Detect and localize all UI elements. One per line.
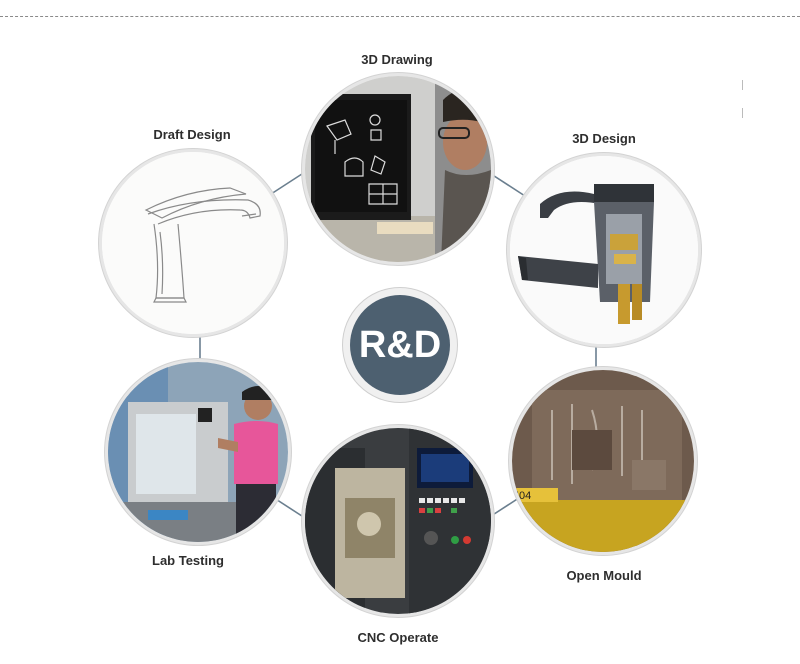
- edge-tick: [742, 80, 743, 90]
- label-lab-testing: Lab Testing: [152, 553, 224, 568]
- 3d-design-render: [510, 156, 698, 344]
- label-open-mould: Open Mould: [566, 568, 642, 583]
- node-cnc-operate: [305, 428, 491, 614]
- edge-tick: [742, 108, 743, 118]
- label-cnc-operate: CNC Operate: [357, 630, 439, 645]
- node-3d-drawing: [305, 76, 491, 262]
- connector-cnc-mould: [487, 493, 526, 519]
- label-3d-drawing: 3D Drawing: [361, 52, 433, 67]
- node-open-mould: I04: [512, 370, 694, 552]
- open-mould-photo: I04: [512, 370, 694, 552]
- connector-draft-3ddrawing: [267, 171, 306, 197]
- rd-center-badge: R&D: [343, 288, 457, 402]
- rd-center-label: R&D: [350, 295, 450, 395]
- node-3d-design: [510, 156, 698, 344]
- node-draft-design: [102, 152, 284, 334]
- top-dashed-divider: [0, 16, 800, 17]
- label-draft-design: Draft Design: [153, 127, 231, 142]
- lab-testing-photo: [108, 362, 288, 542]
- draft-design-sketch: [102, 152, 284, 334]
- connector-3ddrawing-3ddesign: [487, 171, 526, 197]
- cnc-operate-photo: [305, 428, 491, 614]
- label-3d-design: 3D Design: [572, 131, 636, 146]
- svg-text:I04: I04: [516, 490, 531, 502]
- 3d-drawing-photo: [305, 76, 491, 262]
- node-lab-testing: [108, 362, 288, 542]
